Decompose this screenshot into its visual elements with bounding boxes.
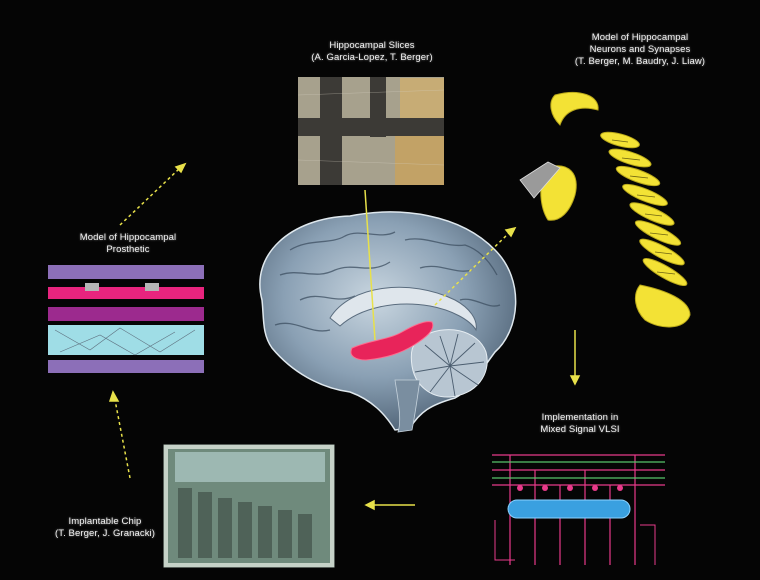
arrow-micrograph-to-brain bbox=[365, 190, 375, 340]
label-line: (A. Garcia-Lopez, T. Berger) bbox=[262, 52, 482, 64]
label-line: Model of Hippocampal bbox=[530, 32, 750, 44]
arrow-vlsi-to-chip bbox=[366, 501, 415, 509]
label-hippocampal-model: Model of Hippocampal Neurons and Synapse… bbox=[530, 32, 750, 68]
label-vlsi: Implementation in Mixed Signal VLSI bbox=[490, 412, 670, 436]
label-line: Neurons and Synapses bbox=[530, 44, 750, 56]
arrow-slices-to-vlsi bbox=[571, 330, 579, 384]
label-prosthetic-model: Model of Hippocampal Prosthetic bbox=[48, 232, 208, 256]
label-hippocampal-slices: Hippocampal Slices (A. Garcia-Lopez, T. … bbox=[262, 40, 482, 64]
label-line: Prosthetic bbox=[48, 244, 208, 256]
label-line: (T. Berger, M. Baudry, J. Liaw) bbox=[530, 56, 750, 68]
arrow-left-to-top bbox=[120, 164, 185, 225]
arrow-chip-to-layers bbox=[110, 392, 130, 478]
label-implantable-chip: Implantable Chip (T. Berger, J. Granacki… bbox=[30, 516, 180, 540]
label-line: Model of Hippocampal bbox=[48, 232, 208, 244]
arrow-brain-to-slices bbox=[435, 228, 515, 305]
label-line: Hippocampal Slices bbox=[262, 40, 482, 52]
label-line: Implementation in bbox=[490, 412, 670, 424]
label-line: Implantable Chip bbox=[30, 516, 180, 528]
label-line: Mixed Signal VLSI bbox=[490, 424, 670, 436]
label-line: (T. Berger, J. Granacki) bbox=[30, 528, 180, 540]
